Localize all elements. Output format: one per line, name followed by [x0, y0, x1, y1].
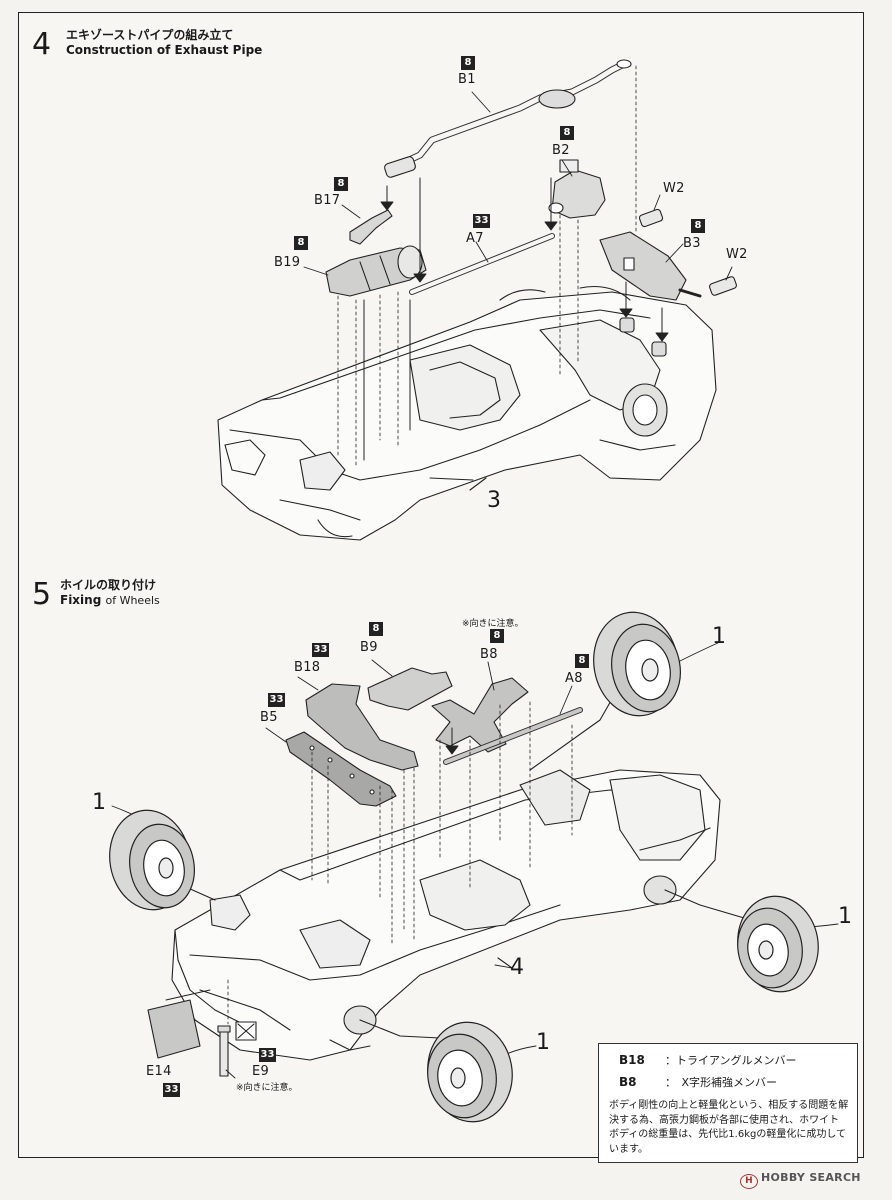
wheel-bottom — [427, 1021, 513, 1123]
part-b5 — [285, 731, 397, 807]
part-a7 — [409, 233, 555, 295]
b19-label: B19 — [274, 255, 301, 270]
step4-title-en: Construction of Exhaust Pipe — [66, 43, 263, 57]
b9-label: B9 — [360, 640, 378, 655]
part-info-box: B18 ：トライアングルメンバー B8 ： X字形補強メンバー ボディ剛性の向上と軽… — [598, 1043, 858, 1163]
step5-title-en-rest: of Wheels — [105, 594, 160, 607]
a8-badge: 8 — [575, 654, 589, 668]
step4-chassis-drawing — [217, 285, 717, 541]
a7-badge: 33 — [473, 214, 490, 228]
wheel-top-right — [593, 611, 681, 717]
info-b8-row: B8 ： X字形補強メンバー — [619, 1074, 777, 1090]
e9-badge: 33 — [259, 1048, 276, 1062]
info-b18-desc: ：トライアングルメンバー — [665, 1054, 797, 1067]
info-b18-row: B18 ：トライアングルメンバー — [619, 1052, 797, 1068]
info-b8-desc: ： X字形補強メンバー — [665, 1076, 778, 1089]
part-e14 — [147, 999, 201, 1059]
b8-caution-note: ※向きに注意。 — [462, 619, 524, 629]
wheel-label-right: 1 — [838, 904, 853, 929]
step5-number: 5 — [32, 577, 52, 612]
b8-label: B8 — [480, 647, 498, 662]
b8-badge: 8 — [490, 629, 504, 643]
step4-chassis-label: 3 — [487, 488, 502, 513]
info-b8-code: B8 — [619, 1075, 637, 1089]
e14-badge: 33 — [163, 1083, 180, 1097]
b19-badge: 8 — [294, 236, 308, 250]
e9-label: E9 — [252, 1064, 270, 1079]
w2-label-a: W2 — [663, 181, 685, 196]
step5-title-jp: ホイルの取り付け — [60, 578, 157, 592]
b17-label: B17 — [314, 193, 341, 208]
b2-label: B2 — [552, 143, 570, 158]
w2-label-b: W2 — [726, 247, 748, 262]
b1-label: B1 — [458, 72, 476, 87]
step5-chassis-label: 4 — [510, 955, 525, 980]
part-b17 — [349, 209, 393, 245]
a8-label: A8 — [565, 671, 583, 686]
e14-label: E14 — [146, 1064, 172, 1079]
part-w2-a — [638, 208, 664, 228]
step5-chassis-drawing — [171, 769, 721, 1061]
hobby-search-logo-icon: H — [740, 1174, 758, 1189]
wheel-left — [109, 809, 195, 911]
wheel-label-left: 1 — [92, 790, 107, 815]
b18-label: B18 — [294, 660, 321, 675]
footer-text: HOBBY SEARCH — [761, 1171, 861, 1184]
wheel-right — [737, 895, 819, 993]
info-paragraph: ボディ剛性の向上と軽量化という、相反する問題を解決する為、高張力鋼板が各部に使用… — [609, 1100, 849, 1155]
b18-badge: 33 — [312, 643, 329, 657]
b17-badge: 8 — [334, 177, 348, 191]
part-w2-b — [709, 276, 737, 296]
part-b19 — [325, 245, 427, 297]
e9-caution-note: ※向きに注意。 — [236, 1083, 298, 1093]
a7-label: A7 — [466, 231, 484, 246]
b3-label: B3 — [683, 236, 701, 251]
b1-badge: 8 — [461, 56, 475, 70]
b5-label: B5 — [260, 710, 278, 725]
exhaust-pipe-b1 — [384, 59, 632, 178]
wheel-label-top-right: 1 — [712, 624, 727, 649]
b2-badge: 8 — [560, 126, 574, 140]
part-b8 — [431, 677, 529, 753]
part-a8 — [443, 707, 583, 765]
part-b2 — [548, 159, 606, 219]
info-b18-code: B18 — [619, 1053, 645, 1067]
step4-number: 4 — [32, 27, 52, 62]
step5-title-en-main: Fixing — [60, 593, 102, 607]
part-b18 — [305, 683, 419, 771]
part-b9 — [367, 667, 453, 711]
step4-title-jp: エキゾーストパイプの組み立て — [66, 28, 234, 42]
part-b3 — [599, 231, 702, 301]
b3-badge: 8 — [691, 219, 705, 233]
part-e9 — [217, 1021, 257, 1077]
wheel-label-bottom: 1 — [536, 1030, 551, 1055]
b5-badge: 33 — [268, 693, 285, 707]
b9-badge: 8 — [369, 622, 383, 636]
step5-title-en: Fixing of Wheels — [60, 593, 160, 607]
